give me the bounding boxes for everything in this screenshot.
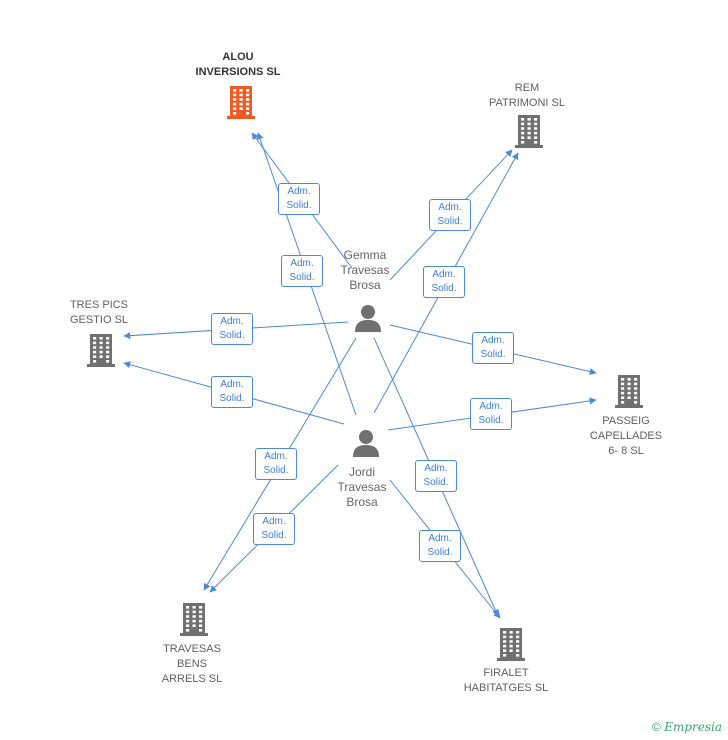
- edge-label-jordi-firalet[interactable]: Adm. Solid.: [419, 530, 461, 562]
- building-icon-travesas[interactable]: [179, 602, 209, 641]
- person-name-jordi[interactable]: Jordi Travesas Brosa: [337, 465, 387, 509]
- building-icon-firalet[interactable]: [496, 627, 526, 666]
- edge-label-jordi-travesas[interactable]: Adm. Solid.: [253, 513, 295, 545]
- company-name-travesas[interactable]: TRAVESAS BENS ARRELS SL: [161, 643, 223, 685]
- person-icon-jordi[interactable]: [351, 428, 381, 463]
- edge-label-jordi-tres[interactable]: Adm. Solid.: [211, 376, 253, 408]
- person-icon-gemma[interactable]: [353, 303, 383, 338]
- company-name-alou[interactable]: ALOU INVERSIONS SL: [195, 51, 281, 78]
- company-name-tres[interactable]: TRES PICS GESTIO SL: [69, 299, 129, 326]
- company-name-firalet[interactable]: FIRALET HABITATGES SL: [463, 667, 549, 694]
- building-icon-tres[interactable]: [86, 333, 116, 372]
- copyright-symbol: ©: [652, 720, 661, 734]
- company-name-passeig[interactable]: PASSEIG CAPELLADES 6- 8 SL: [589, 415, 663, 457]
- edge-label-gemma-alou[interactable]: Adm. Solid.: [278, 183, 320, 215]
- edge-label-gemma-passeig[interactable]: Adm. Solid.: [472, 332, 514, 364]
- company-name-rem[interactable]: REM PATRIMONI SL: [489, 82, 565, 109]
- building-icon-rem[interactable]: [514, 114, 544, 153]
- brand-logo[interactable]: Empresia: [664, 720, 722, 734]
- edge-label-gemma-tres[interactable]: Adm. Solid.: [211, 313, 253, 345]
- edge-label-gemma-rem[interactable]: Adm. Solid.: [429, 199, 471, 231]
- building-icon-alou[interactable]: [226, 85, 256, 124]
- edge-label-jordi-rem[interactable]: Adm. Solid.: [423, 266, 465, 298]
- person-name-gemma[interactable]: Gemma Travesas Brosa: [340, 248, 390, 292]
- footer: © Empresia: [652, 720, 722, 734]
- building-icon-passeig[interactable]: [614, 374, 644, 413]
- edge-label-gemma-firalet[interactable]: Adm. Solid.: [415, 460, 457, 492]
- edge-label-jordi-passeig[interactable]: Adm. Solid.: [470, 398, 512, 430]
- edge-label-jordi-alou[interactable]: Adm. Solid.: [281, 255, 323, 287]
- edge-label-gemma-travesas[interactable]: Adm. Solid.: [255, 448, 297, 480]
